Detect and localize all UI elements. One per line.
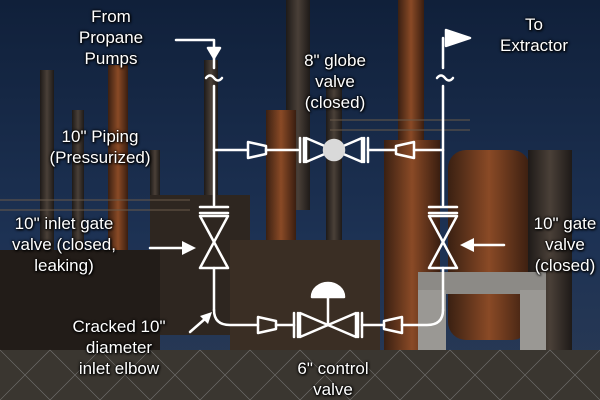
callout-arrow-inlet-gate <box>148 241 196 255</box>
gate-valve-icon <box>198 205 230 270</box>
flag-arrow-icon <box>441 28 472 70</box>
reducer-icon <box>246 140 268 160</box>
reducer-icon <box>382 315 404 335</box>
label-to-extractor: To Extractor <box>499 15 569 55</box>
tilde-break-icon <box>435 74 455 82</box>
arrow-down-icon <box>174 38 222 70</box>
label-control-valve: 6" control valve <box>297 359 369 399</box>
reducer-icon <box>256 315 278 335</box>
inlet-elbow <box>212 308 260 327</box>
label-outlet-gate-valve: 10" gate valve (closed) <box>533 214 597 275</box>
callout-arrow-outlet-gate <box>460 238 506 252</box>
railing <box>0 119 470 211</box>
column <box>266 110 296 250</box>
label-globe-valve: 8" globe valve (closed) <box>304 51 366 112</box>
gate-valve-icon <box>427 205 459 270</box>
chain-link-fence <box>0 349 600 400</box>
label-from-propane-pumps: From Propane Pumps <box>78 7 144 68</box>
label-piping: 10" Piping (Pressurized) <box>49 127 151 167</box>
label-cracked-elbow: Cracked 10" diameter inlet elbow <box>72 317 166 378</box>
stack <box>398 0 424 150</box>
globe-valve-icon <box>298 136 370 164</box>
concrete-beam <box>418 272 546 294</box>
callout-arrow-elbow <box>188 312 212 334</box>
control-valve-icon <box>292 281 364 339</box>
outlet-elbow <box>400 308 445 327</box>
label-inlet-gate-valve: 10" inlet gate valve (closed, leaking) <box>12 214 116 275</box>
ground <box>0 350 600 400</box>
reducer-icon <box>394 140 416 160</box>
tilde-break-icon <box>204 74 224 82</box>
